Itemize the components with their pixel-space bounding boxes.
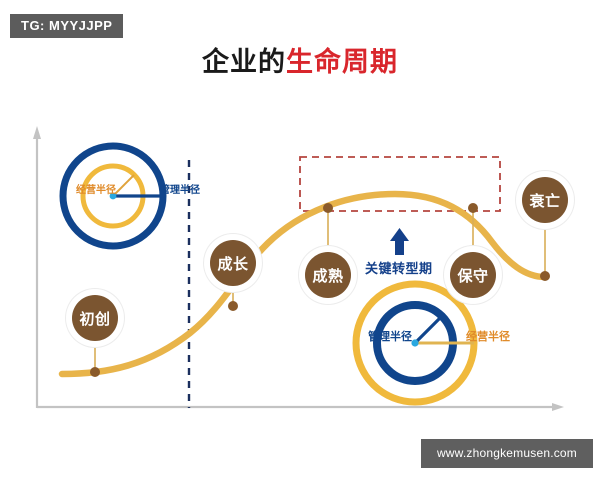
transition-up-arrow-icon (390, 228, 409, 255)
left-radius-diagram (59, 142, 167, 250)
page-title: 企业的生命周期 (0, 47, 600, 78)
right-outer-radius-label: 经营半径 (466, 331, 510, 343)
title-accent: 生命周期 (286, 47, 398, 77)
left-outer-radius-label: 管理半径 (160, 185, 200, 196)
stage-badge-conservative[interactable]: 保守 (450, 252, 496, 298)
transition-zone-box (299, 156, 501, 212)
right-inner-radius-label: 管理半径 (368, 331, 412, 343)
axes (33, 126, 564, 411)
stage-connector-conservative (468, 203, 478, 252)
stage-badge-maturity[interactable]: 成熟 (305, 252, 351, 298)
telegram-watermark: TG: MYYJJPP (10, 14, 124, 38)
stage-badge-growth[interactable]: 成长 (210, 240, 256, 286)
stage-connector-maturity (323, 203, 333, 252)
stage-connector-decline (540, 222, 550, 281)
title-prefix: 企业的 (202, 47, 286, 77)
left-inner-radius-label: 经营半径 (76, 185, 116, 196)
stage-badge-startup[interactable]: 初创 (72, 295, 118, 341)
lifecycle-curve (58, 190, 549, 378)
transition-period-label: 关键转型期 (365, 261, 433, 276)
right-radius-diagram (352, 280, 478, 406)
stage-badge-decline[interactable]: 衰亡 (522, 177, 568, 223)
website-watermark: www.zhongkemusen.com (420, 439, 593, 468)
